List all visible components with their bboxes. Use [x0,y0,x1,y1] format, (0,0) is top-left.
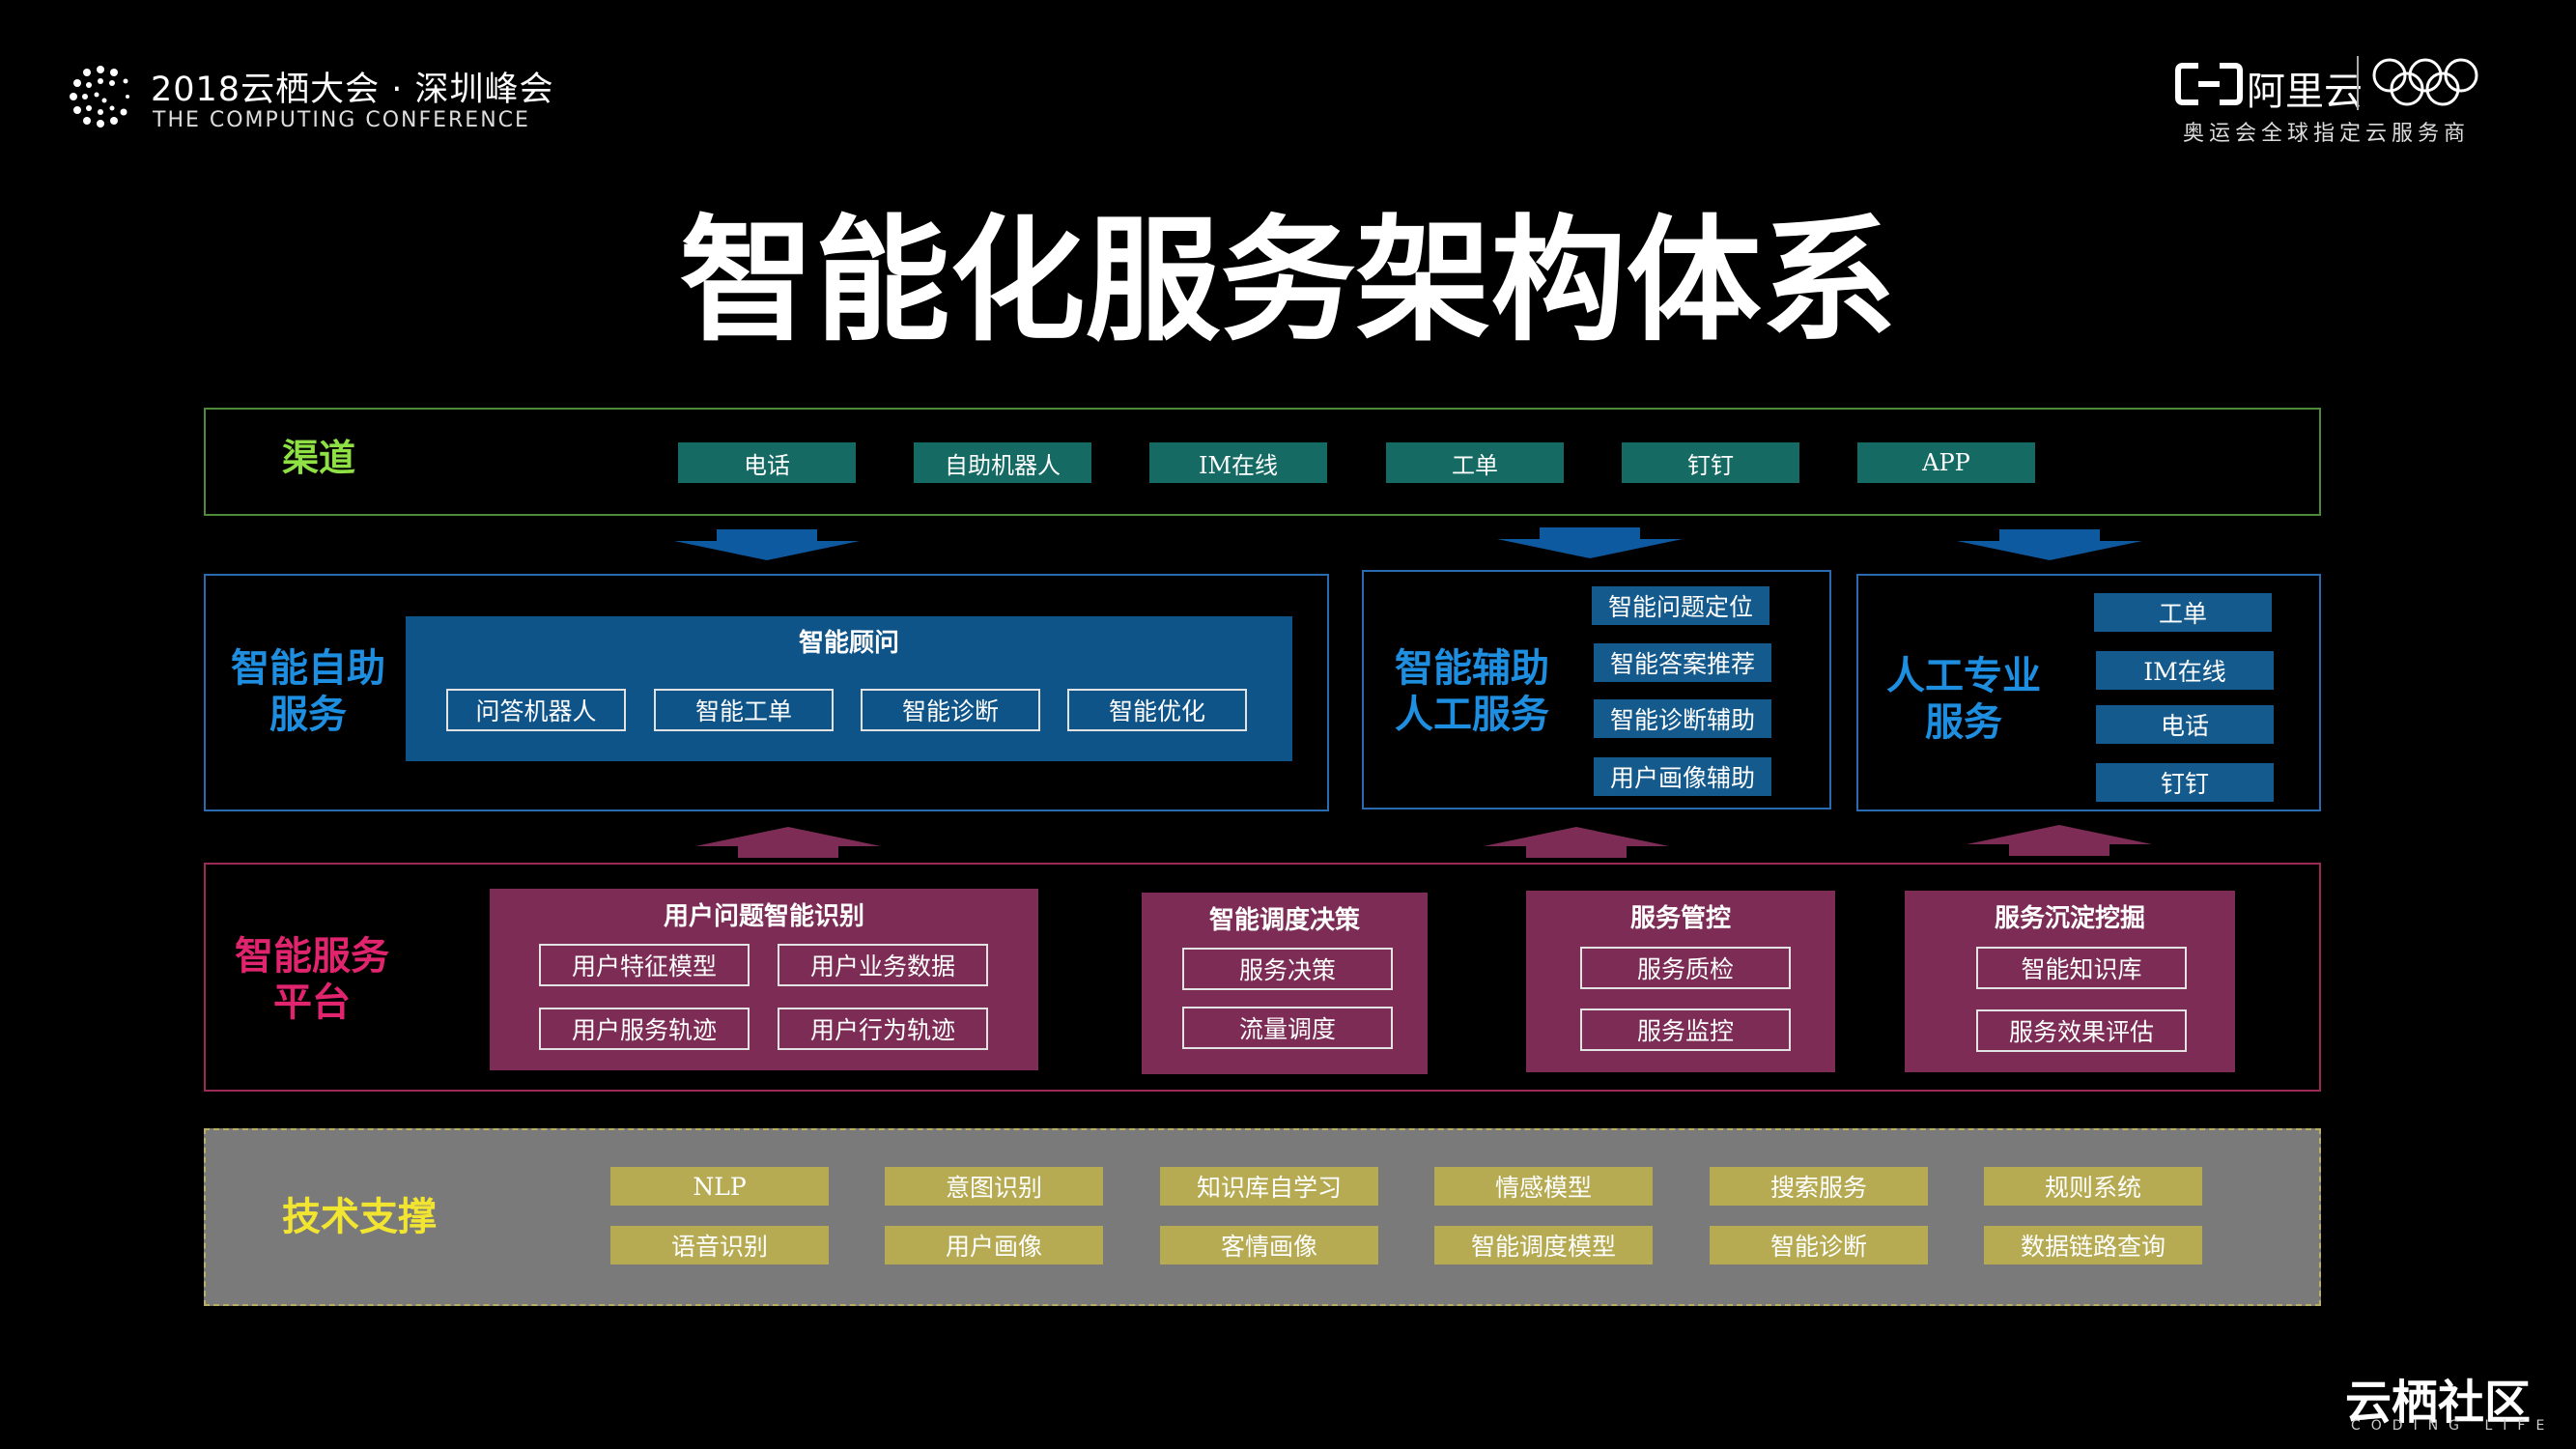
platform-item: 服务效果评估 [1976,1009,2187,1052]
self-service-label-line2: 服务 [269,693,347,737]
professional-item: 钉钉 [2096,763,2274,802]
advisor-panel-title: 智能顾问 [798,628,899,658]
tech-item: 搜索服务 [1710,1167,1928,1206]
arrow-up-icon [1967,825,2152,856]
tech-item: 知识库自学习 [1160,1167,1378,1206]
platform-item: 流量调度 [1182,1007,1393,1049]
aliyun-logo-icon [2175,63,2243,105]
tech-label: 技术支撑 [282,1195,437,1239]
tech-item: 语音识别 [610,1226,829,1264]
tech-item: 用户画像 [885,1226,1103,1264]
professional-service-label-line2: 服务 [1925,700,2002,745]
assist-item: 智能诊断辅助 [1594,699,1771,738]
brand-subtitle: 奥运会全球指定云服务商 [2183,122,2471,146]
footer-brand: 云栖社区 [2345,1376,2532,1430]
assisted-service-layer [1362,570,1831,810]
platform-group [1142,893,1428,1074]
channel-label: 渠道 [282,437,356,479]
platform-group-title: 服务管控 [1629,903,1731,933]
brand-separator [2357,56,2359,110]
channel-item: 电话 [678,442,856,483]
tech-item: 智能调度模型 [1434,1226,1653,1264]
platform-item: 用户行为轨迹 [778,1008,988,1050]
assist-item: 用户画像辅助 [1594,757,1771,796]
conference-logo-icon [70,66,129,128]
assist-item: 智能问题定位 [1592,586,1769,625]
arrow-down-icon [1497,527,1683,558]
platform-group [1905,891,2235,1072]
arrow-down-icon [1957,529,2142,560]
arrow-up-icon [695,827,881,858]
professional-service-layer [1856,574,2321,811]
tech-item: 情感模型 [1434,1167,1653,1206]
event-title: 2018云栖大会 · 深圳峰会 [151,71,554,109]
platform-item: 服务监控 [1580,1009,1791,1051]
advisor-item: 问答机器人 [446,689,626,731]
platform-group [1526,891,1835,1072]
professional-service-label: 人工专业 服务 [1874,653,2053,746]
tech-item: 智能诊断 [1710,1226,1928,1264]
platform-item: 服务质检 [1580,947,1791,989]
self-service-layer [204,574,1329,811]
platform-layer [204,863,2321,1092]
tech-item: 数据链路查询 [1984,1226,2202,1264]
platform-item: 用户服务轨迹 [539,1008,750,1050]
channel-item: 工单 [1386,442,1564,483]
footer-subtitle: CODING LIFE [2351,1418,2556,1434]
platform-group-title: 服务沉淀挖掘 [1994,903,2145,933]
tech-item: 规则系统 [1984,1167,2202,1206]
platform-group-title: 智能调度决策 [1208,905,1360,935]
platform-label-line1: 智能服务 [235,934,389,979]
assisted-service-label: 智能辅助 人工服务 [1379,645,1565,738]
professional-service-label-line1: 人工专业 [1886,654,2041,698]
assist-item: 智能答案推荐 [1594,643,1771,682]
platform-group [490,889,1038,1070]
self-service-label: 智能自助 服务 [218,645,398,738]
professional-item: IM在线 [2096,651,2274,690]
arrow-up-icon [1484,827,1669,858]
platform-label: 智能服务 平台 [222,933,402,1026]
platform-item: 用户特征模型 [539,944,750,986]
professional-item: 工单 [2094,593,2272,632]
channel-item: 钉钉 [1622,442,1799,483]
assisted-service-label-line1: 智能辅助 [1395,646,1549,691]
platform-item: 智能知识库 [1976,947,2187,989]
professional-item: 电话 [2096,705,2274,744]
tech-item: NLP [610,1167,829,1206]
channel-item: 自助机器人 [914,442,1091,483]
channel-item: APP [1857,442,2035,483]
channel-item: IM在线 [1149,442,1327,483]
platform-group-title: 用户问题智能识别 [663,901,864,931]
assisted-service-label-line2: 人工服务 [1395,693,1549,737]
tech-layer [204,1128,2321,1306]
platform-item: 用户业务数据 [778,944,988,986]
tech-item: 客情画像 [1160,1226,1378,1264]
platform-item: 服务决策 [1182,948,1393,990]
self-service-label-line1: 智能自助 [231,646,385,691]
brand-name: 阿里云 [2247,70,2363,114]
advisor-item: 智能优化 [1067,689,1247,731]
olympic-rings-icon [2372,58,2478,106]
advisor-item: 智能工单 [654,689,834,731]
channel-layer [204,408,2321,516]
event-subtitle: THE COMPUTING CONFERENCE [153,108,530,132]
arrow-down-icon [674,529,860,560]
platform-label-line2: 平台 [273,980,351,1025]
tech-item: 意图识别 [885,1167,1103,1206]
advisor-item: 智能诊断 [861,689,1040,731]
page-title: 智能化服务架构体系 [679,203,1897,360]
